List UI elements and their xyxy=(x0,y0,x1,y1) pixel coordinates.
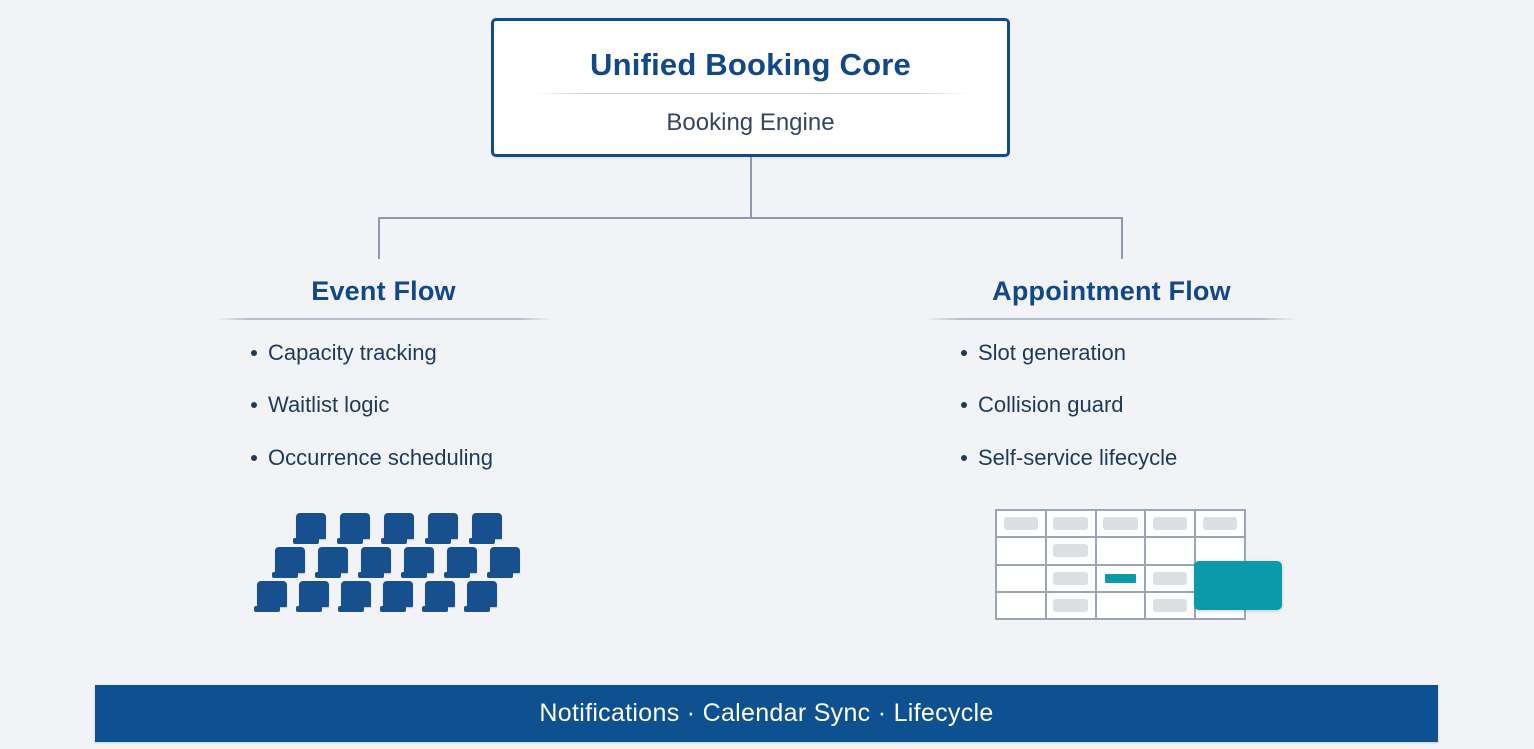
unified-booking-core-card: Unified Booking Core Booking Engine xyxy=(491,18,1010,157)
calendar-cell xyxy=(1096,565,1145,591)
calendar-open-slot xyxy=(1153,571,1188,585)
list-item: Occurrence scheduling xyxy=(215,445,552,471)
bullet-label: Self-service lifecycle xyxy=(978,444,1178,470)
bullet-label: Occurrence scheduling xyxy=(268,444,494,470)
seat-icon xyxy=(444,547,477,578)
appointment-flow-bullet-list: Slot generation Collision guard Self-ser… xyxy=(925,340,1298,471)
connector-stem xyxy=(750,157,752,218)
seat-icon xyxy=(358,547,391,578)
calendar-appointment-overlay xyxy=(1194,561,1282,610)
calendar-cell xyxy=(1046,565,1095,591)
seat-icon xyxy=(401,547,434,578)
calendar-cell xyxy=(997,565,1045,591)
seat-row xyxy=(272,547,520,578)
seat-icon xyxy=(337,513,370,544)
calendar-cell xyxy=(1046,592,1095,618)
calendar-booked-slot xyxy=(1103,571,1138,585)
connector-drop-right xyxy=(1121,217,1123,259)
calendar-cell xyxy=(997,592,1045,618)
bullet-label: Capacity tracking xyxy=(268,340,437,365)
seat-icon xyxy=(469,513,502,544)
seat-icon xyxy=(293,513,326,544)
core-card-title: Unified Booking Core xyxy=(590,47,911,82)
calendar-cell xyxy=(1196,511,1244,537)
seat-icon xyxy=(315,547,348,578)
list-item: Self-service lifecycle xyxy=(925,445,1298,471)
seat-row xyxy=(293,513,502,544)
calendar-open-slot xyxy=(1103,517,1138,531)
footer-banner: Notifications · Calendar Sync · Lifecycl… xyxy=(95,685,1438,742)
core-card-subtitle: Booking Engine xyxy=(666,109,835,136)
bullet-dot-icon xyxy=(251,350,257,356)
list-item: Waitlist logic xyxy=(215,392,552,418)
calendar-open-slot xyxy=(1003,517,1039,531)
calendar-open-slot xyxy=(1153,598,1188,612)
appointment-flow-column: Appointment Flow Slot generation Collisi… xyxy=(925,276,1298,497)
footer-banner-text: Notifications · Calendar Sync · Lifecycl… xyxy=(539,699,994,727)
seat-icon xyxy=(422,581,455,612)
bullet-label: Waitlist logic xyxy=(268,392,390,418)
seat-icon xyxy=(464,581,497,612)
calendar-cell xyxy=(1096,538,1145,564)
calendar-open-slot xyxy=(1053,571,1088,585)
event-flow-title: Event Flow xyxy=(311,276,456,306)
calendar-cell xyxy=(997,511,1045,537)
seat-icon xyxy=(380,581,413,612)
bullet-dot-icon xyxy=(961,350,967,356)
seat-icon xyxy=(338,581,371,612)
bullet-dot-icon xyxy=(961,402,967,409)
bullet-dot-icon xyxy=(251,402,257,409)
connector-horizontal-bar xyxy=(378,217,1123,219)
calendar-cell xyxy=(1046,511,1095,537)
seat-icon xyxy=(296,581,329,612)
appointment-flow-rule xyxy=(925,318,1298,320)
calendar-open-slot xyxy=(1202,517,1238,531)
calendar-cell xyxy=(1096,511,1145,537)
connector-drop-left xyxy=(378,217,380,259)
seat-icon xyxy=(381,513,414,544)
core-card-divider xyxy=(532,93,969,94)
seat-icon xyxy=(272,547,305,578)
list-item: Collision guard xyxy=(925,392,1298,418)
calendar-cell xyxy=(1096,592,1145,618)
calendar-cell xyxy=(1146,511,1195,537)
calendar-cell xyxy=(997,538,1045,564)
calendar-open-slot xyxy=(1153,517,1188,531)
seat-grid-graphic xyxy=(254,505,520,615)
event-flow-rule xyxy=(215,318,552,320)
calendar-open-slot xyxy=(1053,544,1088,558)
seat-icon xyxy=(254,581,287,612)
seat-icon xyxy=(425,513,458,544)
list-item: Capacity tracking xyxy=(215,340,552,366)
calendar-cell xyxy=(1196,538,1244,564)
event-flow-bullet-list: Capacity tracking Waitlist logic Occurre… xyxy=(215,340,552,471)
calendar-open-slot xyxy=(1053,517,1088,531)
event-flow-column: Event Flow Capacity tracking Waitlist lo… xyxy=(215,276,552,497)
seat-row xyxy=(254,581,497,612)
calendar-graphic xyxy=(995,509,1282,620)
bullet-label: Collision guard xyxy=(978,392,1124,418)
appointment-flow-title: Appointment Flow xyxy=(992,276,1231,306)
calendar-cell xyxy=(1146,538,1195,564)
list-item: Slot generation xyxy=(925,340,1298,366)
calendar-cell xyxy=(1046,538,1095,564)
calendar-cell xyxy=(1146,592,1195,618)
calendar-cell xyxy=(1146,565,1195,591)
seat-icon xyxy=(487,547,520,578)
bullet-dot-icon xyxy=(961,454,967,461)
bullet-dot-icon xyxy=(251,454,257,461)
calendar-open-slot xyxy=(1053,598,1088,612)
bullet-label: Slot generation xyxy=(978,340,1126,365)
